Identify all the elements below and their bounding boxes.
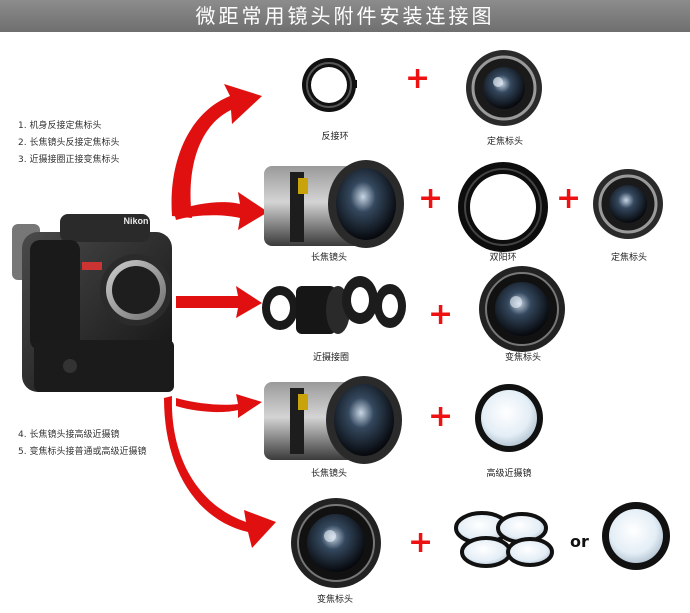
step-1: 1. 机身反接定焦标头	[18, 121, 102, 131]
step-3: 3. 近摄接圈正接变焦标头	[18, 155, 120, 165]
plus-sign-5: +	[428, 399, 454, 434]
steps-top-list: 1. 机身反接定焦标头 2. 长焦镜头反接定焦标头 3. 近摄接圈正接变焦标头	[18, 118, 119, 169]
title-banner: 微距常用镜头附件安装连接图	[0, 0, 690, 32]
caption-telephoto-lens-2: 长焦镜头	[310, 469, 347, 479]
caption-double-male-ring: 双阳环	[489, 253, 517, 263]
caption-prime-lens-2: 定焦标头	[610, 253, 647, 263]
close-up-filter-2	[602, 502, 670, 570]
arrow-2	[174, 192, 268, 230]
extension-tubes	[262, 276, 406, 334]
caption-close-up-filter: 高级近摄镜	[486, 469, 532, 479]
plus-sign-4: +	[428, 297, 454, 332]
caption-extension-tubes: 近摄接圈	[312, 353, 349, 363]
prime-lens-1	[466, 50, 542, 126]
double-male-ring	[458, 162, 548, 252]
telephoto-lens-2	[264, 376, 402, 464]
camera-body	[12, 214, 174, 392]
zoom-lens-1	[479, 266, 565, 352]
caption-reverse-ring: 反接环	[321, 132, 349, 142]
arrow-3	[176, 286, 262, 318]
arrows	[164, 84, 276, 548]
plus-sign-6: +	[408, 525, 434, 560]
caption-prime-lens-1: 定焦标头	[486, 137, 523, 147]
steps-bottom-list: 4. 长焦镜头接高级近摄镜 5. 变焦标头接普通或高级近摄镜	[18, 427, 146, 461]
plus-sign-3: +	[556, 181, 582, 216]
plus-sign-2: +	[418, 181, 444, 216]
step-2: 2. 长焦镜头反接定焦标头	[18, 138, 120, 148]
caption-zoom-lens-2: 变焦标头	[316, 595, 353, 605]
close-up-filter-1	[475, 384, 543, 452]
arrow-4	[176, 394, 262, 418]
prime-lens-2	[593, 169, 663, 239]
step-4: 4. 长焦镜头接高级近摄镜	[18, 430, 120, 440]
caption-zoom-lens-1: 变焦标头	[504, 353, 541, 363]
filter-set	[454, 511, 554, 568]
reverse-ring	[302, 58, 357, 112]
caption-telephoto-lens-1: 长焦镜头	[310, 253, 347, 263]
telephoto-lens-1	[264, 160, 404, 248]
arrow-1	[171, 84, 262, 218]
zoom-lens-2	[291, 498, 381, 588]
arrow-5	[164, 396, 276, 548]
step-5: 5. 变焦标头接普通或高级近摄镜	[18, 447, 147, 457]
camera-brand-label: Nikon	[123, 216, 148, 226]
or-label: or	[570, 532, 589, 551]
plus-sign-1: +	[405, 61, 431, 96]
